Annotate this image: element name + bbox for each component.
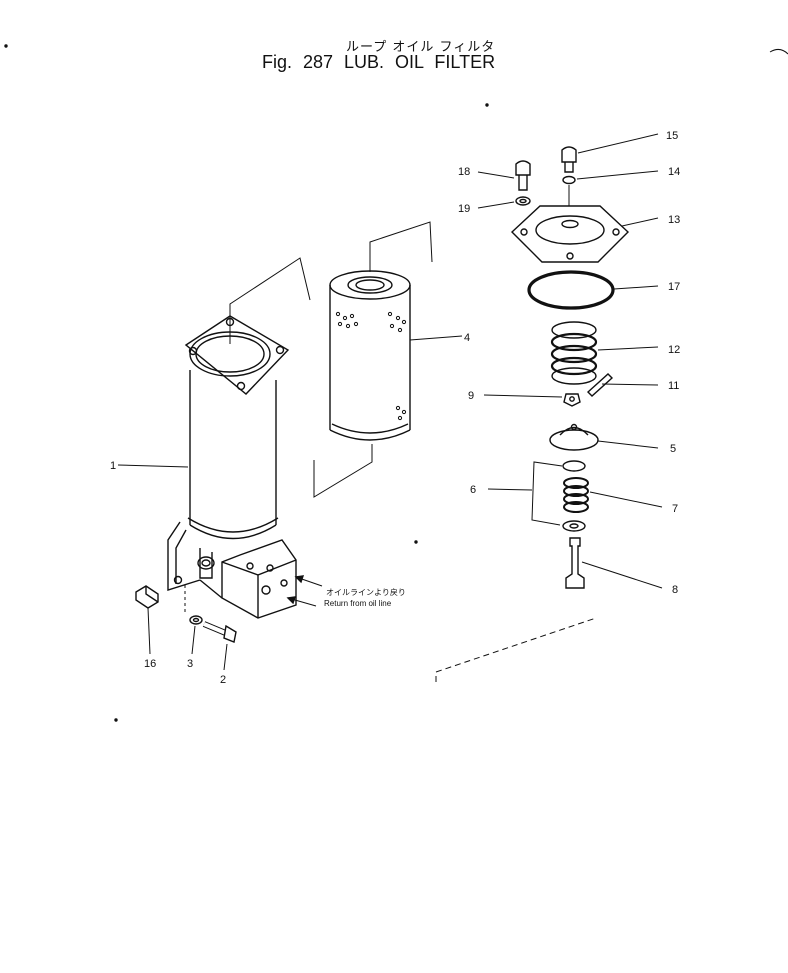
title-english: Fig. 287 LUB. OIL FILTER (262, 52, 496, 72)
title-japanese: ループ オイル フィルタ (346, 40, 496, 55)
callout-8: 8 (672, 584, 678, 596)
callout-1: 1 (110, 460, 116, 472)
callout-13: 13 (668, 214, 680, 226)
callout-17: 17 (668, 281, 680, 293)
washer-part-6 (487, 460, 586, 532)
callout-15: 15 (666, 130, 678, 142)
valve-stem-part-8 (565, 537, 663, 589)
callout-6: 6 (470, 484, 476, 496)
callout-labels: 15 14 18 19 13 17 4 12 11 9 5 1 6 7 8 16… (110, 130, 680, 686)
washer-part-19 (477, 196, 531, 209)
callout-19: 19 (458, 203, 470, 215)
return-line-arrows (286, 575, 323, 607)
nut-part-9 (483, 393, 581, 407)
callout-11: 11 (668, 380, 679, 392)
cover-part-13 (510, 205, 659, 263)
bolt-part-2 (202, 621, 237, 671)
spring-part-7 (563, 477, 663, 513)
callout-9: 9 (468, 390, 474, 402)
callout-18: 18 (458, 166, 470, 178)
spring-part-12 (550, 321, 659, 385)
annotation-japanese: オイルラインより戻り (326, 587, 406, 597)
callout-14: 14 (668, 166, 680, 178)
filter-element-part-4 (313, 221, 463, 498)
callout-12: 12 (668, 344, 680, 356)
bolt-part-18 (477, 160, 531, 191)
callout-2: 2 (220, 674, 226, 686)
o-ring-part-17 (527, 270, 659, 310)
bolt-part-15 (561, 133, 659, 173)
pin-part-11 (586, 373, 659, 397)
washer-part-3 (189, 615, 203, 655)
plug-part-16 (135, 585, 159, 655)
callout-4: 4 (464, 332, 470, 344)
valve-part-5 (549, 423, 659, 451)
callout-7: 7 (672, 503, 678, 515)
callout-3: 3 (187, 658, 193, 670)
filter-housing-part-1 (117, 257, 311, 619)
annotation-english: Return from oil line (324, 599, 392, 608)
callout-16: 16 (144, 658, 156, 670)
callout-5: 5 (670, 443, 676, 455)
